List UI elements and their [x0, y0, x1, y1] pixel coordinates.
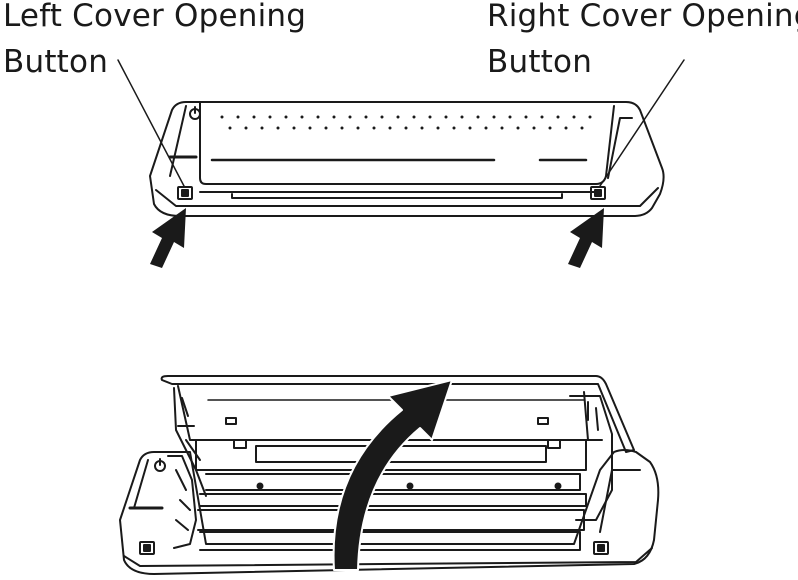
left-cover-opening-button[interactable] [178, 187, 192, 199]
open-printer-right-cap [600, 470, 640, 532]
closed-printer-cover [200, 102, 614, 184]
power-icon [190, 107, 200, 119]
open-printer-roller-2 [200, 494, 586, 506]
left-cover-opening-button[interactable] [140, 542, 154, 554]
open-printer-roller-3 [198, 510, 584, 530]
open-printer-left-hinge [174, 388, 206, 496]
closed-printer-dot-row [221, 116, 592, 130]
open-printer [120, 376, 658, 574]
power-icon [155, 459, 165, 471]
open-printer-left-cap [134, 460, 148, 508]
closed-printer [118, 60, 684, 268]
closed-printer-paper-slot [232, 194, 562, 198]
open-printer-roller-4 [200, 532, 580, 550]
right-cover-opening-button[interactable] [594, 542, 608, 554]
left-leader-line [118, 60, 184, 186]
open-printer-base [120, 450, 658, 574]
left-push-arrow-icon [150, 208, 186, 268]
closed-printer-left-cap [170, 106, 186, 176]
